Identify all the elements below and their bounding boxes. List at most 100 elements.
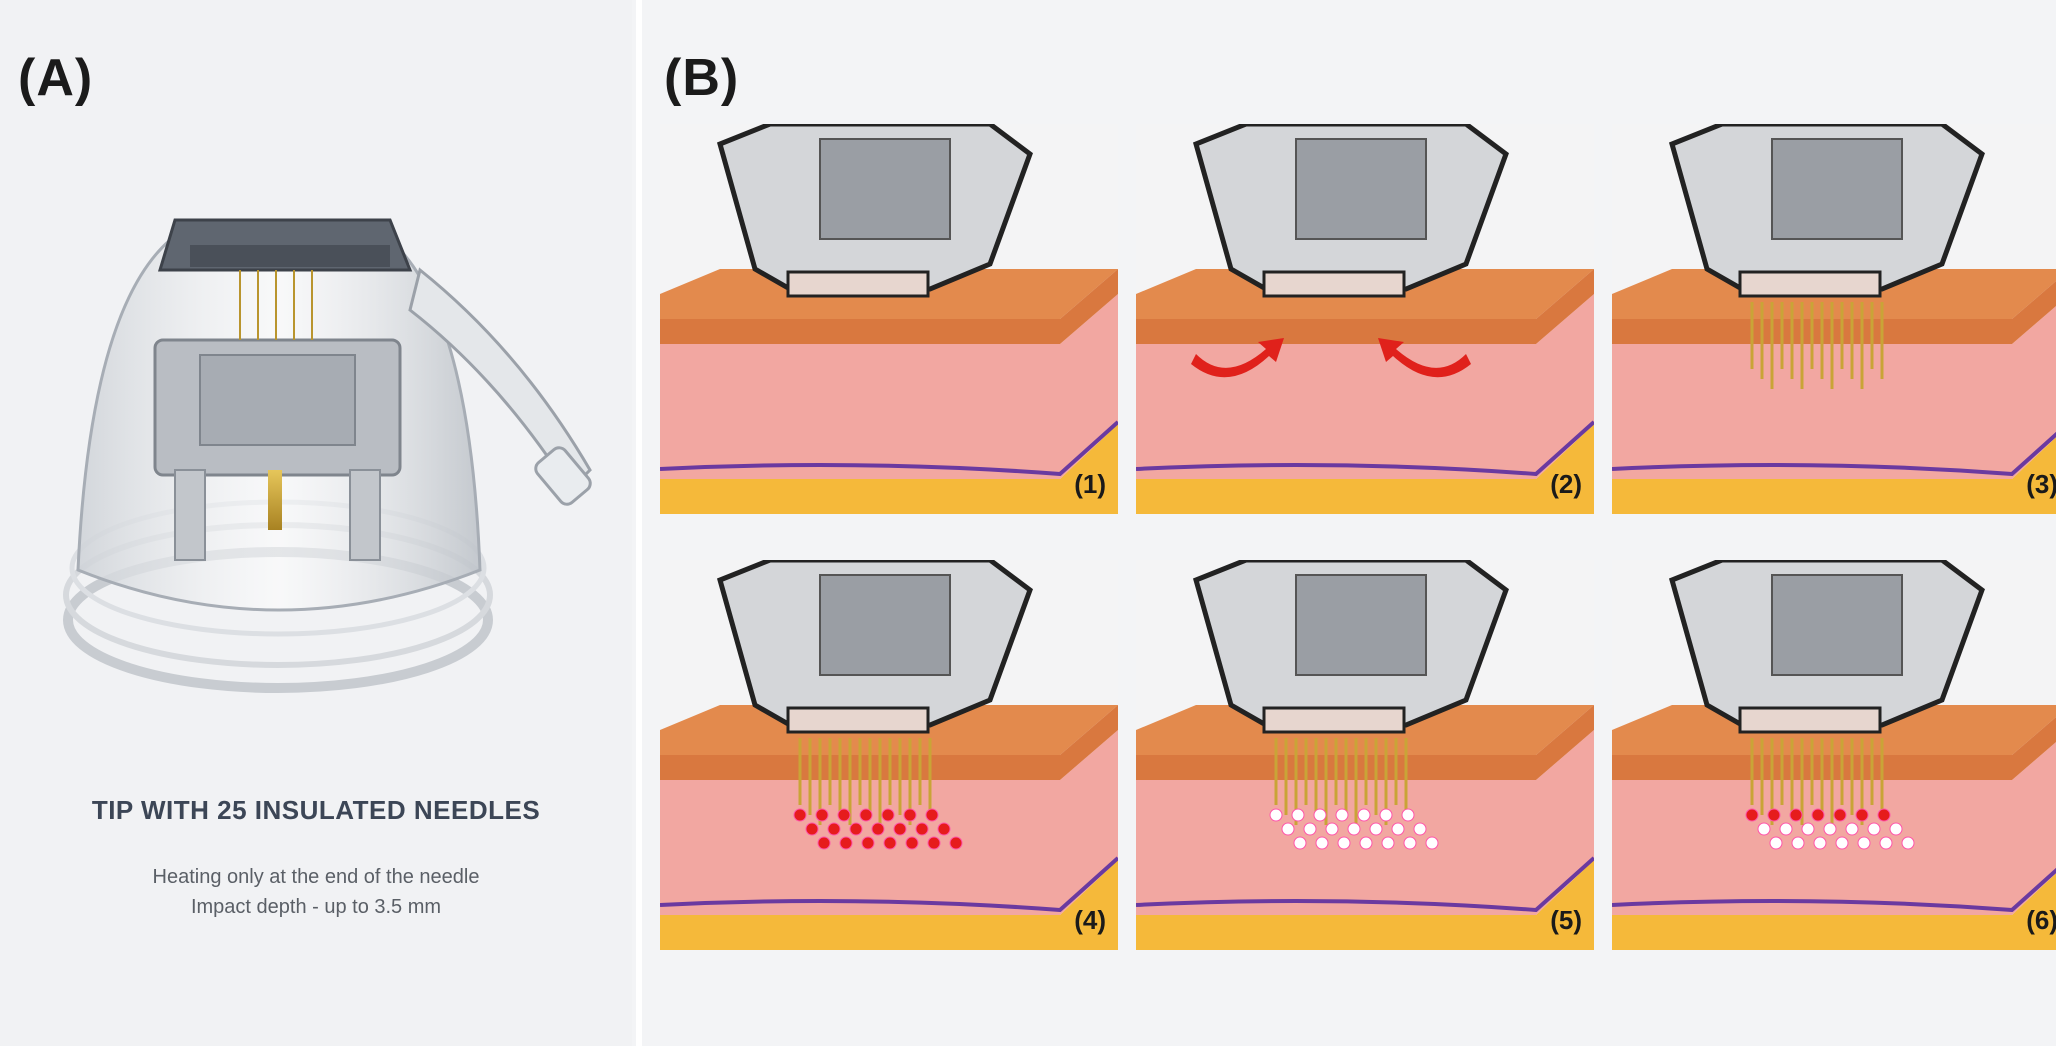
step-4-illustration [660, 560, 1118, 950]
heat-spot [849, 822, 863, 836]
heat-spot [861, 836, 875, 850]
heat-spot [839, 836, 853, 850]
heat-spot [1779, 822, 1793, 836]
step-5-diagram: (5) [1136, 560, 1594, 950]
heat-spot [837, 808, 851, 822]
step-5-label: (5) [1550, 905, 1582, 935]
blood-vessel [1612, 867, 2056, 913]
blood-vessel [1136, 420, 1594, 477]
heat-spot [1835, 836, 1849, 850]
epidermis-layer [1136, 705, 1594, 780]
tip-title: TIP WITH 25 INSULATED NEEDLES [91, 795, 541, 825]
heat-spot [817, 836, 831, 850]
heat-spot [859, 808, 873, 822]
handpiece-tip-plate [1262, 270, 1406, 298]
handpiece-tip-plate [1738, 706, 1882, 734]
heat-spot [871, 822, 885, 836]
handpiece-tip-plate [786, 270, 930, 298]
handpiece-tip-plate [1738, 270, 1882, 298]
panel-a: (A) [0, 0, 632, 1046]
blood-vessel [660, 420, 1118, 477]
heat-spot [1303, 822, 1317, 836]
panel-b-label: (B) [664, 49, 740, 107]
heat-spot [1867, 822, 1881, 836]
handpiece-module [1771, 574, 1903, 676]
heat-spot [815, 808, 829, 822]
heat-spot [1269, 808, 1283, 822]
dermis-layer [660, 730, 1118, 915]
needle-tip-illustration [63, 170, 592, 693]
step-3-label: (3) [2026, 469, 2056, 499]
heat-spot [903, 808, 917, 822]
heat-spot [1313, 808, 1327, 822]
heat-spot [1379, 808, 1393, 822]
heat-spot [1855, 808, 1869, 822]
step-4-diagram: (4) [660, 560, 1118, 950]
heat-spot [1403, 836, 1417, 850]
heat-spot [949, 836, 963, 850]
heat-spot [1425, 836, 1439, 850]
step-4-label: (4) [1074, 905, 1106, 935]
heat-spot [805, 822, 819, 836]
epidermis-layer [660, 705, 1118, 780]
panel-a-label: (A) [18, 49, 94, 107]
heat-spot [1369, 822, 1383, 836]
handpiece-module [1295, 138, 1427, 240]
heat-spot [1757, 822, 1771, 836]
blood-vessel [1136, 856, 1594, 913]
heat-spot [1401, 808, 1415, 822]
handpiece-module [819, 574, 951, 676]
heat-spot [1381, 836, 1395, 850]
suction-arrow-left [1191, 338, 1284, 378]
step-1-illustration [660, 124, 1118, 514]
heat-spot [1789, 808, 1803, 822]
heat-spot [1811, 808, 1825, 822]
heat-spot [1801, 822, 1815, 836]
heat-spot [1889, 822, 1903, 836]
tip-description-line-2: Impact depth - up to 3.5 mm [190, 896, 442, 918]
dermis-layer [1612, 306, 2056, 479]
step-6-label: (6) [2026, 905, 2056, 935]
dermis-layer [660, 294, 1118, 479]
dermis-layer [1136, 294, 1594, 479]
heat-spot [1877, 808, 1891, 822]
heat-spot [1325, 822, 1339, 836]
fat-layer [1612, 873, 2056, 950]
heat-spot [1857, 836, 1871, 850]
heat-spot [1315, 836, 1329, 850]
blood-vessel [1612, 431, 2056, 477]
heat-spot [1769, 836, 1783, 850]
heat-spot [1335, 808, 1349, 822]
epidermis-layer [1136, 269, 1594, 344]
heat-spot [915, 822, 929, 836]
step-5-illustration [1136, 560, 1594, 950]
heat-spot [1291, 808, 1305, 822]
heat-spot [1293, 836, 1307, 850]
heat-spot [893, 822, 907, 836]
suction-arrow-right [1378, 338, 1471, 378]
handpiece-module [819, 138, 951, 240]
heat-spot [1813, 836, 1827, 850]
heat-spot [1413, 822, 1427, 836]
handpiece-module [1771, 138, 1903, 240]
fat-layer [1136, 860, 1594, 950]
fat-layer [660, 860, 1118, 950]
heat-spot [1281, 822, 1295, 836]
heat-spot [1745, 808, 1759, 822]
fat-layer [1612, 437, 2056, 514]
panel-divider [636, 0, 642, 1046]
step-6-diagram: (6) [1612, 560, 2056, 950]
epidermis-layer [1612, 717, 2056, 780]
heat-spot [1337, 836, 1351, 850]
heat-spot [1845, 822, 1859, 836]
step-6-illustration [1612, 560, 2056, 950]
heat-spot [925, 808, 939, 822]
heat-spot [937, 822, 951, 836]
handpiece-module [1295, 574, 1427, 676]
heat-spot [793, 808, 807, 822]
heat-spot [883, 836, 897, 850]
epidermis-layer [660, 269, 1118, 344]
epidermis-layer [1612, 281, 2056, 344]
heat-spot [1791, 836, 1805, 850]
heat-spot [827, 822, 841, 836]
